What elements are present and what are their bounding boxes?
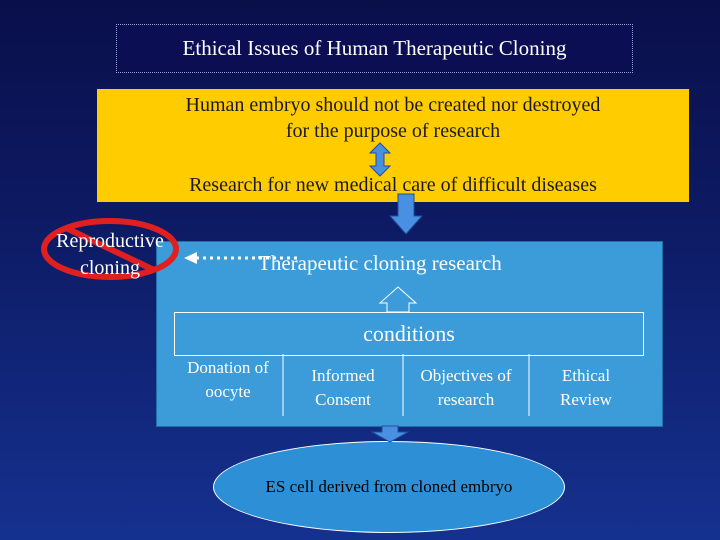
condition-line-2: research xyxy=(437,390,495,409)
prohibition-icon xyxy=(41,218,179,280)
bidirectional-arrow-icon xyxy=(368,142,392,177)
reproductive-line-1: Reproductive xyxy=(56,230,164,252)
reproductive-cloning-label: Reproductive cloning xyxy=(40,228,180,282)
condition-line-1: Objectives of xyxy=(420,366,512,385)
condition-line-2: Review xyxy=(560,390,612,409)
dotted-left-arrow-icon xyxy=(184,252,300,264)
condition-line-2: oocyte xyxy=(205,382,251,401)
condition-line-1: Informed xyxy=(311,366,375,385)
condition-item: Objectives of research xyxy=(404,354,528,416)
condition-item: Donation of oocyte xyxy=(174,354,282,416)
condition-item: Ethical Review xyxy=(530,354,642,416)
down-arrow-icon xyxy=(388,193,424,235)
reproductive-line-2: cloning xyxy=(80,257,140,279)
principle-line-2: for the purpose of research xyxy=(285,120,501,142)
principle-line-1: Human embryo should not be created nor d… xyxy=(185,94,601,116)
research-goal-text: Research for new medical care of difficu… xyxy=(189,174,597,196)
condition-item: Informed Consent xyxy=(284,354,402,416)
principle-box: Human embryo should not be created nor d… xyxy=(97,89,689,202)
up-arrow-icon xyxy=(378,286,418,313)
condition-line-1: Ethical xyxy=(561,366,611,385)
down-arrow-icon xyxy=(370,425,410,443)
slide-title: Ethical Issues of Human Therapeutic Clon… xyxy=(116,24,633,73)
therapeutic-cloning-label: Therapeutic cloning research xyxy=(258,251,502,275)
result-ellipse: ES cell derived from cloned embryo xyxy=(213,441,565,533)
condition-line-2: Consent xyxy=(315,390,371,409)
condition-line-1: Donation of xyxy=(187,358,269,377)
